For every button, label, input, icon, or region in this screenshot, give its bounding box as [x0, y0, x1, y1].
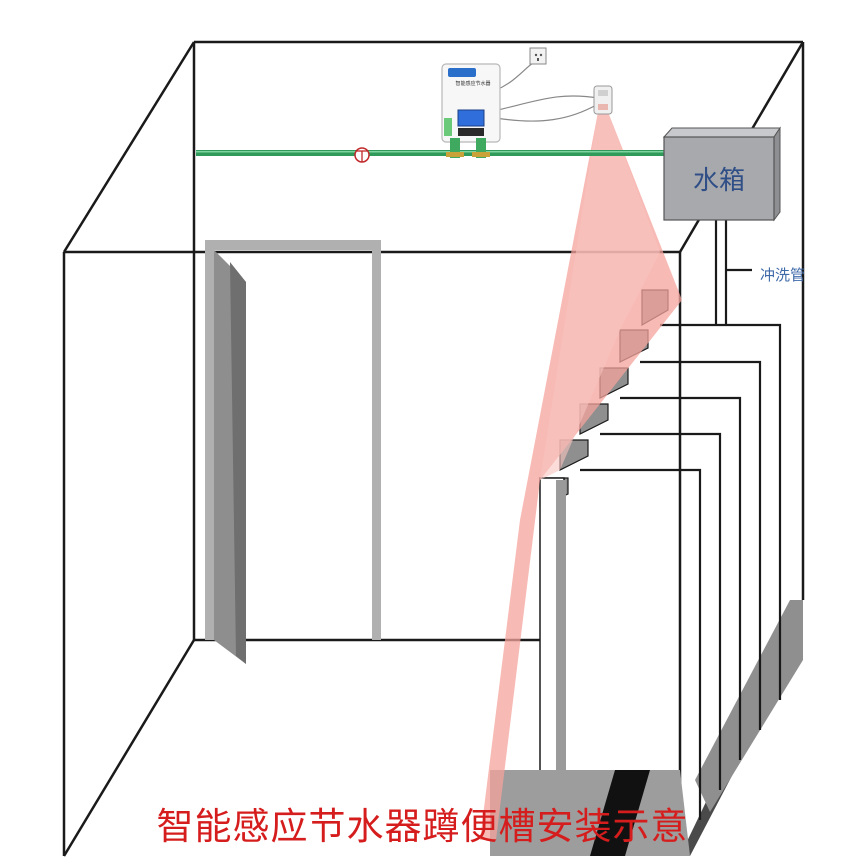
ir-sensor-beam-inner — [540, 112, 660, 480]
pipe-stall-4 — [600, 432, 722, 790]
water-tank-front — [663, 136, 775, 221]
sensor-wire — [495, 103, 599, 122]
water-tank-top — [662, 127, 781, 138]
pipe-stall-3 — [620, 396, 742, 760]
device-inlet-pipe — [450, 138, 460, 158]
device-outlet-pipe — [476, 138, 486, 158]
green-pipe-highlight — [196, 151, 666, 153]
flush-pipes — [580, 220, 782, 820]
water-tank — [662, 126, 781, 222]
flush-pipe-label: 冲洗管 — [760, 266, 806, 284]
device-buttons — [458, 128, 484, 136]
device-screen — [457, 109, 485, 127]
green-pipe-body — [196, 150, 666, 156]
floor-trough-slot — [590, 770, 650, 856]
ceiling-left-diagonal — [62, 41, 196, 253]
door — [205, 240, 381, 664]
water-tank-side — [773, 126, 781, 222]
controller-device-icon — [441, 63, 501, 158]
green-water-pipe — [196, 150, 666, 156]
door-leaf-edge — [230, 262, 246, 664]
device-name-label: 智能感应节水器 — [455, 81, 491, 87]
power-socket-icon — [529, 47, 547, 65]
diagram-caption: 智能感应节水器蹲便槽安装示意 — [156, 805, 689, 848]
device-logo — [448, 68, 476, 77]
device-inlet-nut — [446, 152, 464, 157]
side-slot-trough — [695, 600, 803, 812]
front-partition-edge — [556, 480, 566, 780]
device-body — [441, 63, 501, 143]
water-tank-label: 水箱 — [692, 166, 745, 196]
valve-icon — [354, 147, 370, 163]
ir-sensor-icon — [593, 85, 613, 115]
sensor-wire-2 — [497, 95, 599, 111]
side-slot-wall — [680, 600, 803, 856]
pipe-stall-1 — [660, 323, 782, 700]
floor-left-diagonal — [62, 639, 196, 857]
device-left-port — [444, 118, 452, 136]
pipe-stall-5 — [580, 468, 702, 820]
device-outlet-nut — [472, 152, 490, 157]
front-panel-group — [490, 477, 690, 856]
power-wire — [495, 61, 539, 91]
pipe-stall-2 — [640, 360, 762, 730]
wires — [495, 61, 599, 122]
